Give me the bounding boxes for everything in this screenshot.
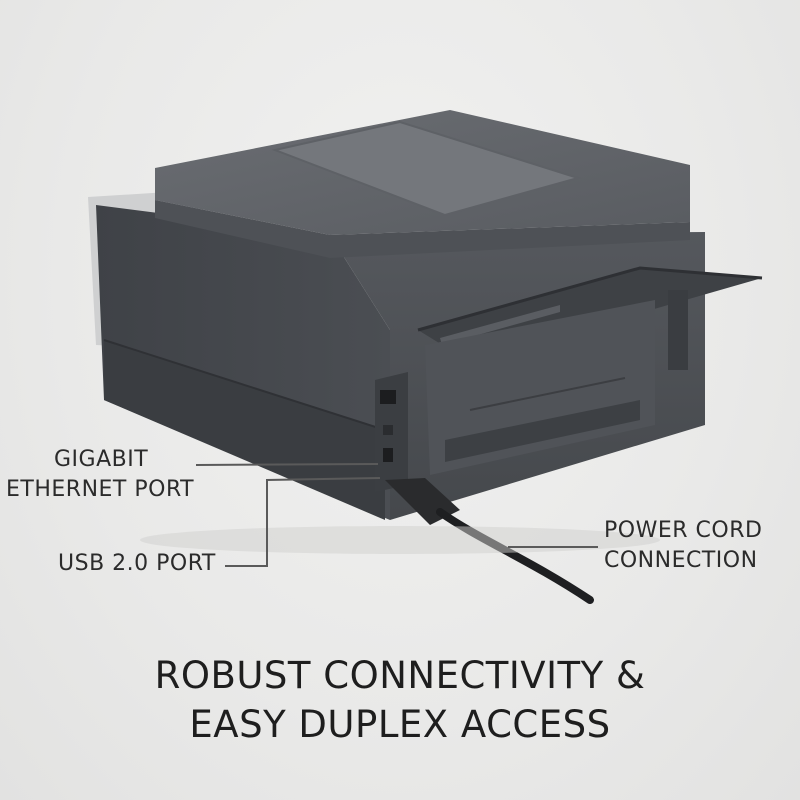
power-callout-line1: POWER CORD bbox=[604, 518, 763, 543]
duplex-door bbox=[425, 300, 655, 475]
ethernet-callout-line1: GIGABIT bbox=[54, 447, 149, 472]
printer-base-side bbox=[104, 340, 385, 520]
headline-line1: ROBUST CONNECTIVITY & bbox=[154, 654, 646, 697]
ethernet-callout-line2: ETHERNET PORT bbox=[6, 477, 195, 502]
lid-panel bbox=[275, 122, 578, 215]
usb-leader bbox=[225, 477, 381, 567]
power-cord-callout: POWER CORD CONNECTION bbox=[604, 516, 762, 576]
headline-line2: EASY DUPLEX ACCESS bbox=[189, 703, 611, 746]
usb-port-callout: USB 2.0 PORT bbox=[58, 551, 216, 576]
ethernet-leader bbox=[195, 463, 379, 466]
callout-leader-lines bbox=[195, 463, 598, 567]
ethernet-port bbox=[380, 390, 396, 404]
usb-port bbox=[383, 448, 393, 462]
power-cord bbox=[436, 508, 594, 604]
power-callout-line2: CONNECTION bbox=[604, 548, 758, 573]
lid-front-edge bbox=[155, 200, 690, 258]
ethernet-port-callout: GIGABIT ETHERNET PORT bbox=[6, 445, 194, 505]
